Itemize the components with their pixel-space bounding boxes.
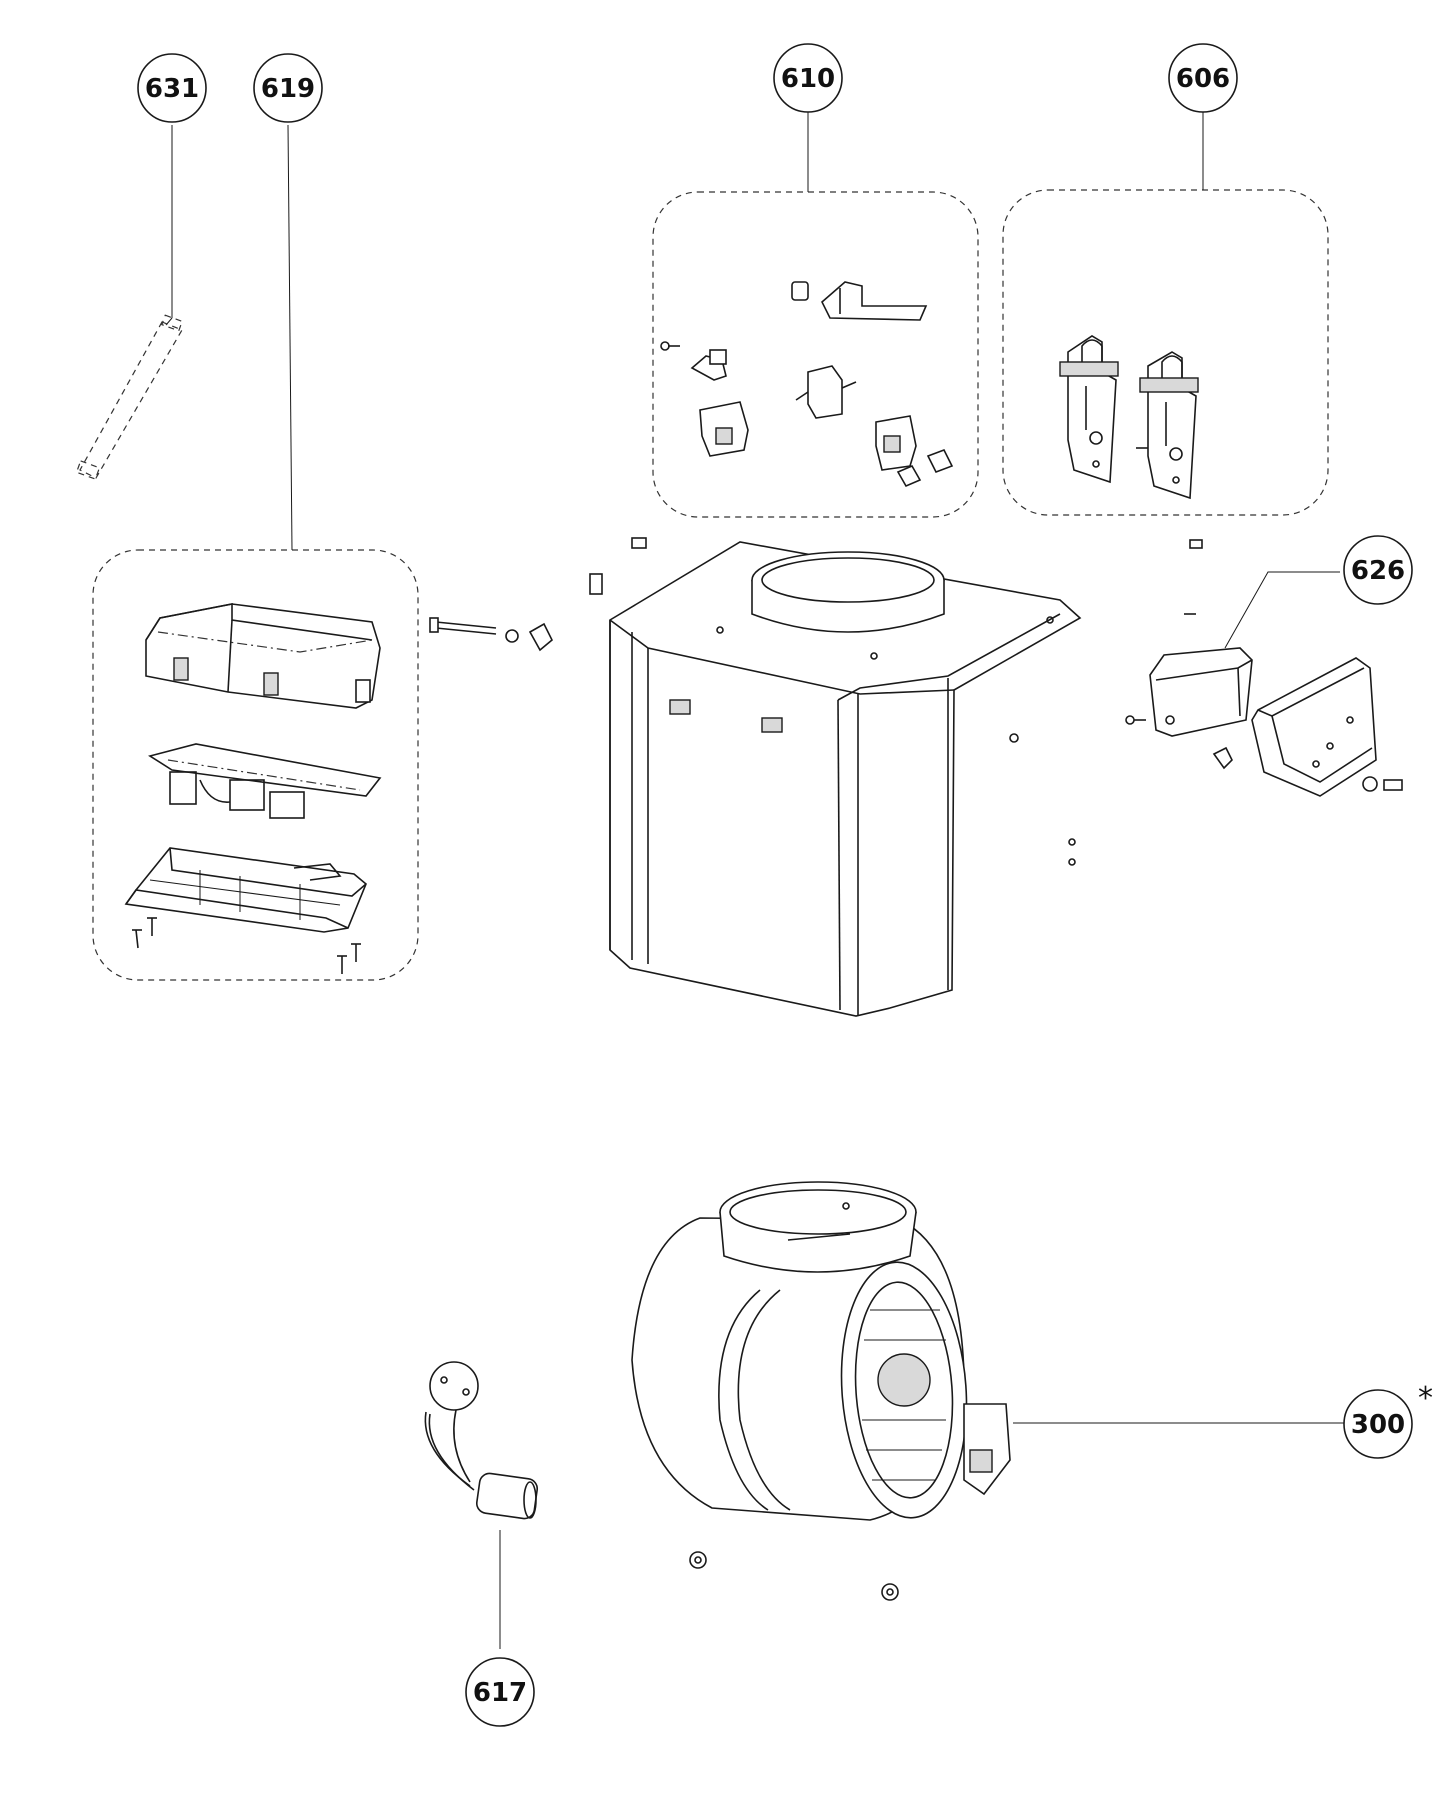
part-631-rod bbox=[75, 314, 183, 480]
svg-text:619: 619 bbox=[261, 74, 315, 104]
main-housing bbox=[609, 541, 1082, 1017]
leader-lines bbox=[165, 105, 1346, 1649]
svg-text:300: 300 bbox=[1351, 1410, 1405, 1440]
part-606-brackets bbox=[1059, 335, 1199, 500]
part-619-base-tray bbox=[124, 847, 367, 933]
callout-610[interactable]: 610 bbox=[773, 43, 843, 113]
part-619-screws bbox=[132, 917, 361, 974]
callout-300[interactable]: 300 * bbox=[1343, 1381, 1433, 1459]
callout-619[interactable]: 619 bbox=[253, 53, 323, 123]
part-300-blower bbox=[631, 1181, 1011, 1521]
part-610-clips bbox=[660, 281, 954, 488]
callout-300-asterisk: * bbox=[1418, 1381, 1433, 1416]
group-frame-619 bbox=[92, 549, 419, 981]
svg-text:626: 626 bbox=[1351, 556, 1405, 586]
part-626-bracket bbox=[1212, 657, 1403, 797]
part-626-capacitor bbox=[1125, 613, 1253, 737]
part-619-control-housing bbox=[145, 603, 381, 709]
group-frame-606 bbox=[1002, 189, 1329, 516]
svg-text:631: 631 bbox=[145, 74, 199, 104]
callout-606[interactable]: 606 bbox=[1168, 43, 1238, 113]
callout-631[interactable]: 631 bbox=[137, 53, 207, 123]
svg-text:617: 617 bbox=[473, 1678, 527, 1708]
svg-text:606: 606 bbox=[1176, 64, 1230, 94]
part-619-circuit-board bbox=[148, 743, 382, 819]
svg-text:610: 610 bbox=[781, 64, 835, 94]
callout-626[interactable]: 626 bbox=[1343, 535, 1413, 605]
group-frame-610 bbox=[652, 191, 979, 518]
part-617-capacitor-wired bbox=[424, 1361, 539, 1520]
callout-617[interactable]: 617 bbox=[465, 1657, 535, 1727]
blower-screws bbox=[689, 1551, 899, 1601]
housing-fasteners bbox=[429, 537, 1203, 652]
